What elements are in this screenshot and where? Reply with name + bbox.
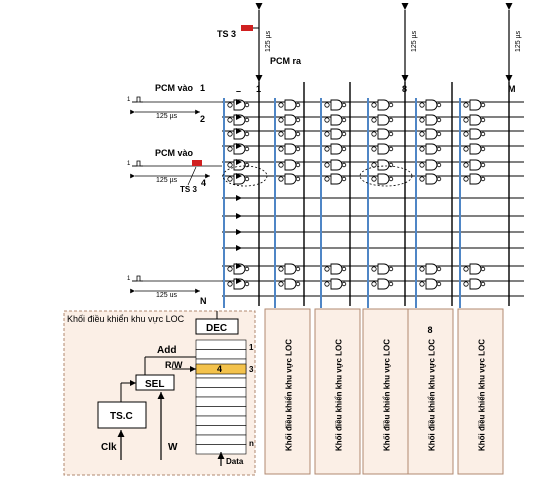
control-memory — [195, 339, 247, 455]
column-block-label: Khối điều khiển khu vực LOC — [383, 339, 392, 451]
period-label-top: 125 µs — [156, 113, 178, 120]
row-arrow — [236, 278, 242, 284]
crosspoint-gates — [227, 99, 486, 290]
row-arrow — [236, 213, 242, 219]
memory-cell — [195, 406, 247, 417]
mem-index-n: n — [249, 439, 254, 448]
dash-mark: – — [236, 86, 241, 96]
row-arrow — [236, 143, 242, 149]
add-label: Add — [157, 345, 176, 356]
w-label: W — [168, 442, 178, 453]
row-arrow — [236, 245, 242, 251]
row-label-4: 4 — [201, 178, 206, 188]
col-label-8: 8 — [402, 84, 407, 94]
column-control-block: Khối điều khiển khu vực LOC — [362, 308, 409, 475]
period-vertical-2: 125 µs — [411, 30, 418, 52]
output-timing-8: 125 µs 8 — [401, 2, 418, 94]
column-block-index: 8 — [428, 325, 433, 335]
rw-label: R/W — [165, 360, 183, 370]
row-label-2: 2 — [200, 114, 205, 124]
selected-crosspoint-right — [359, 165, 413, 187]
memory-cell — [195, 425, 247, 436]
column-control-block: Khối điều khiển khu vực LOC — [264, 308, 311, 475]
memory-cell — [195, 396, 247, 407]
loc-control-panel: Khối điều khiển khu vực LOC DEC 4 1 3 n … — [63, 310, 256, 476]
memory-cell — [195, 349, 247, 360]
mem-index-3: 3 — [249, 365, 254, 374]
pcm-in-label-top: PCM vào — [155, 83, 194, 93]
pcm-input-4: PCM vào 1 125 µs 4 TS 3 — [127, 148, 222, 194]
period-vertical-1: 125 µs — [265, 30, 272, 52]
output-timing-1: TS 3 125 µs PCM ra 1 — [217, 2, 302, 94]
pcm-out-label: PCM ra — [270, 56, 302, 66]
crosspoint-matrix — [222, 82, 524, 308]
period-label-mid: 125 µs — [156, 177, 178, 184]
data-label: Data — [226, 457, 244, 466]
clk-label: Clk — [101, 442, 117, 453]
sel-label: SEL — [145, 379, 164, 390]
row-arrow — [236, 173, 242, 179]
bit-mark: 1 — [127, 161, 131, 167]
tsc-label: TS.C — [110, 411, 133, 422]
row-arrow — [236, 128, 242, 134]
row-label-1: 1 — [200, 83, 205, 93]
pcm-input-n: 1 125 us N — [127, 275, 222, 306]
bit-mark: 1 — [127, 276, 131, 282]
period-vertical-3: 125 µs — [515, 30, 522, 52]
mem-index-1: 1 — [249, 343, 254, 352]
column-control-block: Khối điều khiển khu vực LOC — [457, 308, 504, 475]
column-block-label: Khối điều khiển khu vực LOC — [428, 339, 437, 451]
tsc-box — [97, 401, 147, 429]
column-control-block: Khối điều khiển khu vực LOC 8 — [407, 308, 454, 475]
output-timing-m: 125 µs M — [505, 2, 522, 94]
ts-marker-top — [241, 25, 253, 31]
col-label-m: M — [508, 84, 516, 94]
memory-value: 4 — [217, 364, 222, 374]
row-arrow — [236, 159, 242, 165]
vertical-buses — [223, 98, 461, 308]
row-arrow — [236, 195, 242, 201]
column-block-label: Khối điều khiển khu vực LOC — [335, 339, 344, 451]
ts-label-top: TS 3 — [217, 29, 236, 39]
black-output-lines — [258, 82, 510, 306]
loc-panel-title: Khối điều khiển khu vực LOC — [67, 314, 185, 324]
memory-cell — [195, 434, 247, 445]
row-label-n: N — [200, 296, 207, 306]
pcm-in-label-mid: PCM vào — [155, 148, 194, 158]
dec-label: DEC — [206, 323, 227, 334]
column-block-label: Khối điều khiển khu vực LOC — [478, 339, 487, 451]
pcm-input-1: PCM vào 1 1 125 µs 2 — [127, 83, 222, 124]
ts-marker-mid — [192, 160, 202, 166]
memory-cell — [195, 377, 247, 388]
period-label-bottom: 125 us — [156, 292, 178, 299]
memory-cell — [195, 339, 247, 350]
col-label-1: 1 — [256, 84, 261, 94]
column-block-label: Khối điều khiển khu vực LOC — [285, 339, 294, 451]
row-arrow — [236, 263, 242, 269]
row-arrows — [236, 99, 242, 284]
selected-crosspoint-left — [222, 165, 268, 187]
bit-mark: 1 — [127, 97, 131, 103]
memory-cell — [195, 387, 247, 398]
horizontal-lines — [222, 101, 524, 297]
row-arrow — [236, 229, 242, 235]
row-arrow — [236, 99, 242, 105]
ts-label-mid: TS 3 — [180, 185, 197, 194]
row-arrow — [236, 114, 242, 120]
memory-cell — [195, 415, 247, 426]
column-control-block: Khối điều khiển khu vực LOC — [314, 308, 361, 475]
